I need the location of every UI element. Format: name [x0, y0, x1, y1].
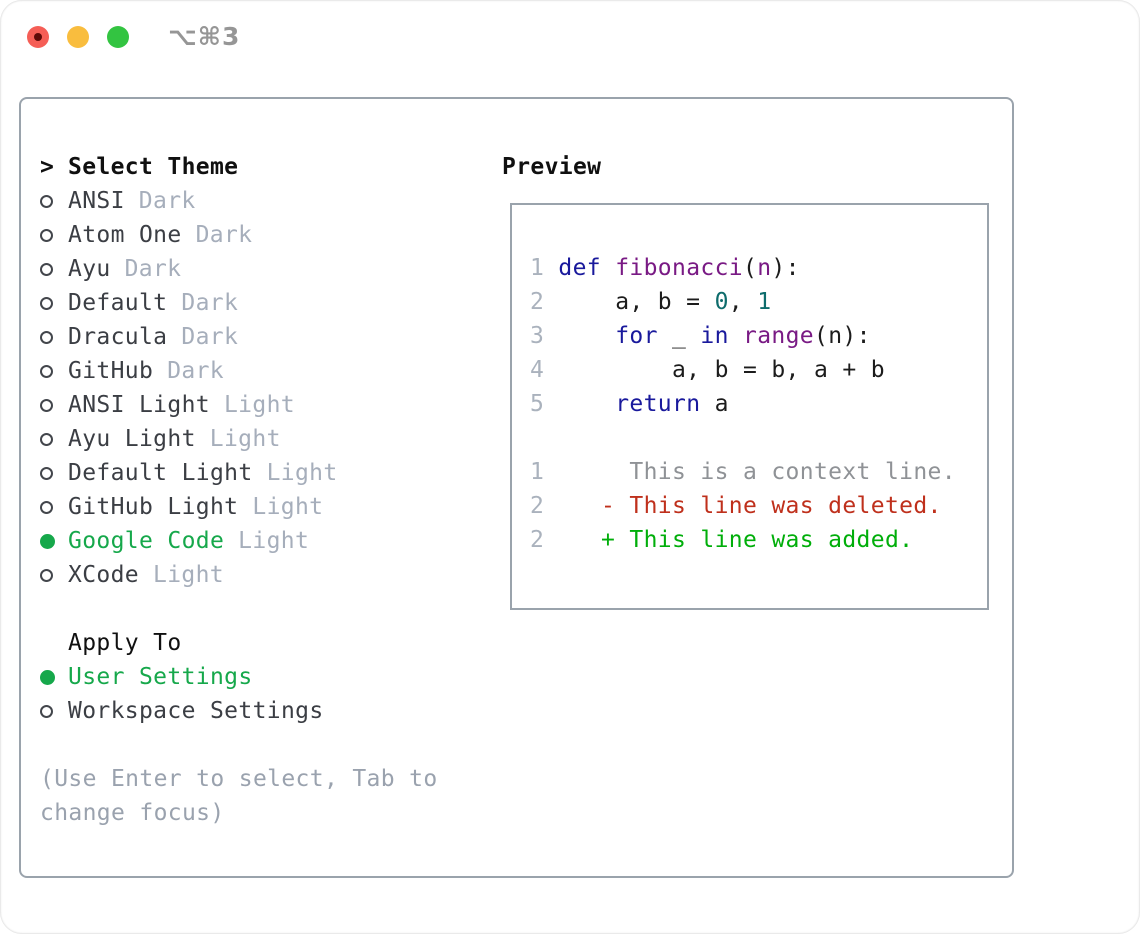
- radio-icon: [40, 262, 53, 276]
- close-button-icon[interactable]: [27, 26, 49, 48]
- theme-option[interactable]: Dracula Dark: [40, 320, 490, 354]
- theme-option[interactable]: ANSI Dark: [40, 184, 490, 218]
- theme-option[interactable]: Ayu Dark: [40, 252, 490, 286]
- theme-option[interactable]: GitHub Light Light: [40, 490, 490, 524]
- radio-icon: [40, 568, 53, 582]
- theme-option[interactable]: GitHub Dark: [40, 354, 490, 388]
- apply-to-label: User Settings: [68, 664, 253, 690]
- theme-option[interactable]: Ayu Light Light: [40, 422, 490, 456]
- theme-variant: Light: [238, 528, 310, 554]
- radio-icon: [40, 704, 53, 718]
- theme-name: Atom One: [68, 222, 182, 248]
- theme-variant: Dark: [124, 256, 182, 282]
- theme-name: GitHub: [68, 358, 154, 384]
- theme-variant: Dark: [195, 222, 253, 248]
- code-line: 4 a, b = b, a + b: [530, 357, 885, 383]
- radio-icon: [40, 669, 55, 685]
- theme-option[interactable]: XCode Light: [40, 558, 490, 592]
- theme-variant: Dark: [138, 188, 196, 214]
- code-line: 1 This is a context line.: [530, 459, 956, 485]
- radio-icon: [40, 330, 53, 344]
- theme-variant: Light: [153, 562, 224, 588]
- preview-header: Preview: [502, 154, 602, 180]
- code-line: 2 + This line was added.: [530, 527, 914, 553]
- theme-option[interactable]: Default Light Light: [40, 456, 490, 490]
- theme-name: Google Code: [68, 528, 225, 554]
- radio-icon: [40, 228, 53, 242]
- code-line: 2 a, b = 0, 1: [530, 289, 772, 315]
- select-theme-header-row: > Select Theme: [40, 150, 490, 184]
- theme-name: Default Light: [68, 460, 253, 486]
- code-line: 5 return a: [530, 391, 729, 417]
- theme-name: XCode: [68, 562, 139, 588]
- code-line: 2 - This line was deleted.: [530, 493, 942, 519]
- theme-name: GitHub Light: [68, 494, 239, 520]
- theme-option[interactable]: Atom One Dark: [40, 218, 490, 252]
- spacer: [40, 728, 490, 762]
- keyboard-hint: (Use Enter to select, Tab to change focu…: [40, 766, 438, 826]
- select-theme-header: Select Theme: [68, 154, 239, 180]
- radio-icon: [40, 398, 53, 412]
- apply-to-header: Apply To: [68, 630, 182, 656]
- radio-icon: [40, 432, 53, 446]
- theme-name: Ayu Light: [68, 426, 196, 452]
- radio-icon: [40, 296, 53, 310]
- tui-panel: > Select Theme ANSI Dark Atom One Dark A…: [19, 97, 1014, 878]
- theme-list: ANSI Dark Atom One Dark Ayu Dark Default…: [40, 184, 490, 592]
- apply-to-option[interactable]: User Settings: [40, 660, 490, 694]
- theme-name: Default: [68, 290, 168, 316]
- radio-icon: [40, 194, 53, 208]
- theme-variant: Dark: [167, 358, 224, 384]
- radio-icon: [40, 466, 53, 480]
- theme-variant: Dark: [181, 290, 239, 316]
- theme-option[interactable]: ANSI Light Light: [40, 388, 490, 422]
- spacer: [40, 592, 490, 626]
- apply-to-label: Workspace Settings: [68, 698, 324, 724]
- code-line: 1 def fibonacci(n):: [530, 255, 800, 281]
- radio-icon: [40, 364, 53, 378]
- theme-variant: Light: [252, 494, 324, 520]
- code-line: 3 for _ in range(n):: [530, 323, 871, 349]
- theme-pane: > Select Theme ANSI Dark Atom One Dark A…: [40, 150, 490, 830]
- theme-name: Ayu: [68, 256, 111, 282]
- theme-name: Dracula: [68, 324, 168, 350]
- title-bar: ⌥⌘3: [0, 0, 1140, 74]
- theme-option[interactable]: Google Code Light: [40, 524, 490, 558]
- preview-box: 1 def fibonacci(n): 2 a, b = 0, 1 3 for _ …: [510, 203, 989, 610]
- theme-option[interactable]: Default Dark: [40, 286, 490, 320]
- theme-variant: Light: [223, 392, 295, 418]
- minimize-button-icon[interactable]: [67, 26, 89, 48]
- theme-variant: Dark: [181, 324, 239, 350]
- zoom-button-icon[interactable]: [107, 26, 129, 48]
- theme-variant: Light: [266, 460, 338, 486]
- window-title: ⌥⌘3: [168, 22, 241, 51]
- code-line: [530, 421, 975, 455]
- apply-to-list: User Settings Workspace Settings: [40, 660, 490, 728]
- focus-cursor: >: [40, 154, 55, 180]
- apply-to-option[interactable]: Workspace Settings: [40, 694, 490, 728]
- theme-name: ANSI Light: [68, 392, 210, 418]
- theme-variant: Light: [209, 426, 281, 452]
- radio-icon: [40, 533, 55, 549]
- radio-icon: [40, 500, 53, 514]
- theme-name: ANSI: [68, 188, 125, 214]
